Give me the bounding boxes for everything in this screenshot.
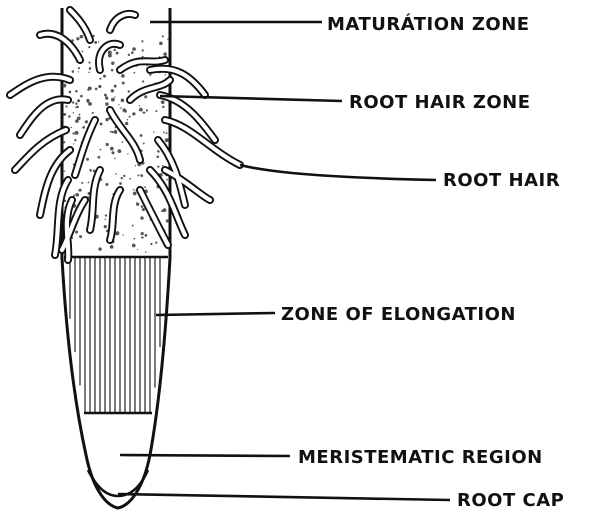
label-maturation-zone: MATURÁTION ZONE bbox=[327, 13, 530, 35]
leader-root-cap bbox=[118, 494, 450, 500]
leader-meristematic-region bbox=[120, 455, 290, 456]
label-root-hair: ROOT HAIR bbox=[443, 170, 560, 191]
label-root-cap: ROOT CAP bbox=[457, 490, 564, 511]
label-meristematic-region: MERISTEMATIC REGION bbox=[298, 447, 543, 468]
leader-zone-of-elongation bbox=[156, 313, 275, 315]
leader-root-hair bbox=[240, 165, 436, 180]
label-root-hair-zone: ROOT HAIR ZONE bbox=[349, 92, 531, 113]
root-body bbox=[62, 8, 170, 508]
label-zone-of-elongation: ZONE OF ELONGATION bbox=[281, 304, 516, 325]
leader-root-hair-zone bbox=[160, 96, 342, 101]
